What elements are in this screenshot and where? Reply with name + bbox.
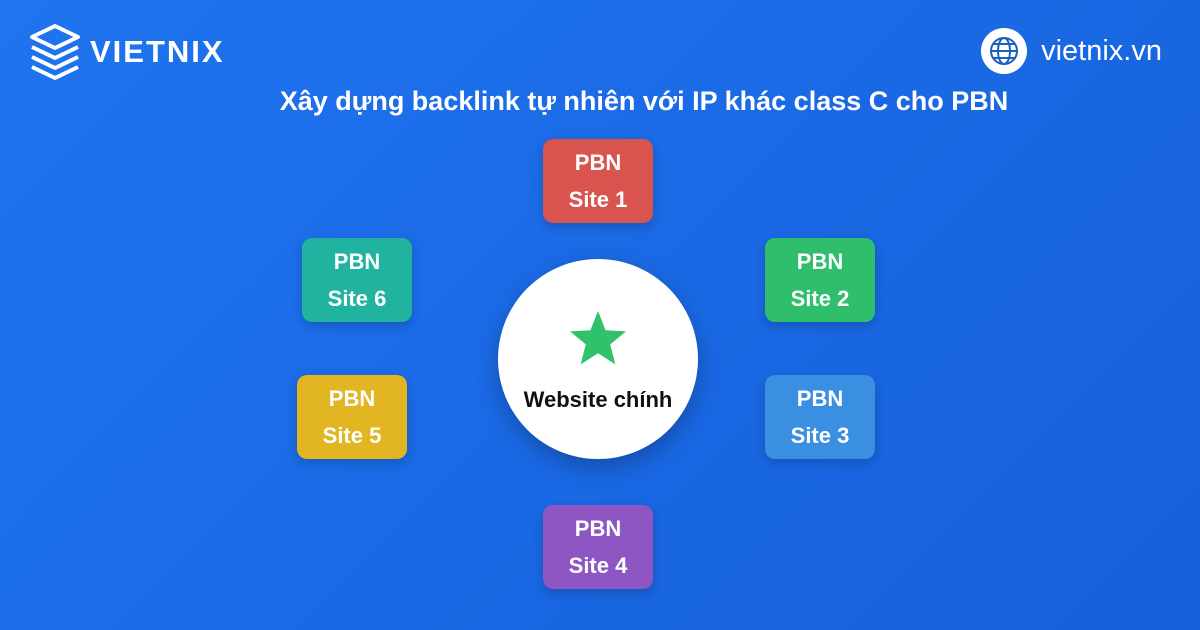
pbn-site-2-box: PBN Site 2 [765,238,875,322]
pbn-site-1-box: PBN Site 1 [543,139,653,223]
pbn-site-1-line1: PBN [574,150,622,175]
stacked-layers-logo-icon [30,24,80,80]
pbn-site-3-box: PBN Site 3 [765,375,875,459]
pbn-site-4-line1: PBN [574,516,622,541]
globe-icon [981,28,1028,74]
main-website-node: Website chính [498,259,698,459]
pbn-site-4-line2: Site 4 [568,553,628,578]
website-url[interactable]: vietnix.vn [1041,34,1162,67]
main-website-label: Website chính [523,387,673,412]
pbn-site-5-box: PBN Site 5 [297,375,407,459]
pbn-site-5-line2: Site 5 [322,423,382,448]
brand-logo: VIETNIX [28,22,225,82]
pbn-site-6-line1: PBN [333,249,381,274]
page-title: Xây dựng backlink tự nhiên với IP khác c… [279,86,1009,116]
pbn-site-3-line1: PBN [796,386,844,411]
star-icon [570,311,626,365]
pbn-site-1-line2: Site 1 [568,187,628,212]
pbn-site-6-line2: Site 6 [327,286,387,311]
pbn-site-3-line2: Site 3 [790,423,850,448]
pbn-site-4-box: PBN Site 4 [543,505,653,589]
pbn-site-2-line2: Site 2 [790,286,850,311]
website-link[interactable]: vietnix.vn [981,28,1162,74]
pbn-site-2-line1: PBN [796,249,844,274]
brand-name: VIETNIX [90,34,225,69]
pbn-site-6-box: PBN Site 6 [302,238,412,322]
pbn-site-5-line1: PBN [328,386,376,411]
